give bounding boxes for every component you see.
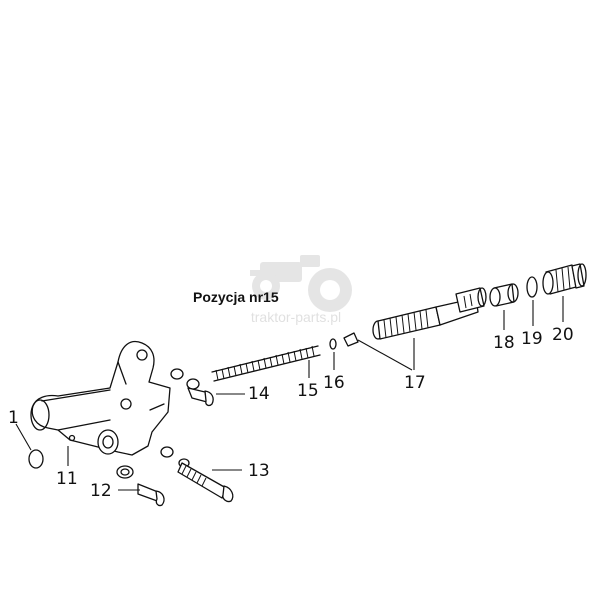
watermark-text: traktor-parts.pl (251, 309, 341, 325)
o-ring-part-19 (526, 276, 538, 298)
ring-part-16 (329, 338, 337, 350)
o-ring-part-1 (28, 449, 44, 469)
callout-13: 13 (248, 461, 270, 481)
callout-16: 16 (323, 373, 345, 393)
long-bolt-part-13 (177, 458, 234, 503)
callout-15: 15 (297, 381, 319, 401)
callout-19: 19 (521, 329, 543, 349)
callout-12: 12 (90, 481, 112, 501)
callout-14: 14 (248, 384, 270, 404)
callout-20: 20 (552, 325, 574, 345)
leader-line-1 (15, 423, 32, 451)
watermark: traktor-parts.pl (250, 255, 352, 325)
valve-housing-part-11 (30, 340, 171, 456)
bolt-part-12 (116, 465, 165, 507)
callout-17: 17 (404, 373, 426, 393)
callout-1: 1 (8, 408, 19, 428)
diagram-heading: Pozycja nr15 (193, 289, 279, 305)
short-bolt-part-14 (186, 378, 214, 407)
plug-part-20 (542, 263, 587, 295)
callout-18: 18 (493, 333, 515, 353)
spring-part-15 (211, 345, 321, 382)
tractor-icon (250, 255, 352, 312)
small-nut (343, 332, 359, 347)
washer-upper (170, 368, 184, 380)
washer-lower (160, 446, 174, 458)
callout-11: 11 (56, 469, 78, 489)
leader-line-17a (357, 339, 413, 371)
sleeve-part-18 (489, 283, 519, 307)
threaded-spool-part-17 (372, 287, 487, 340)
